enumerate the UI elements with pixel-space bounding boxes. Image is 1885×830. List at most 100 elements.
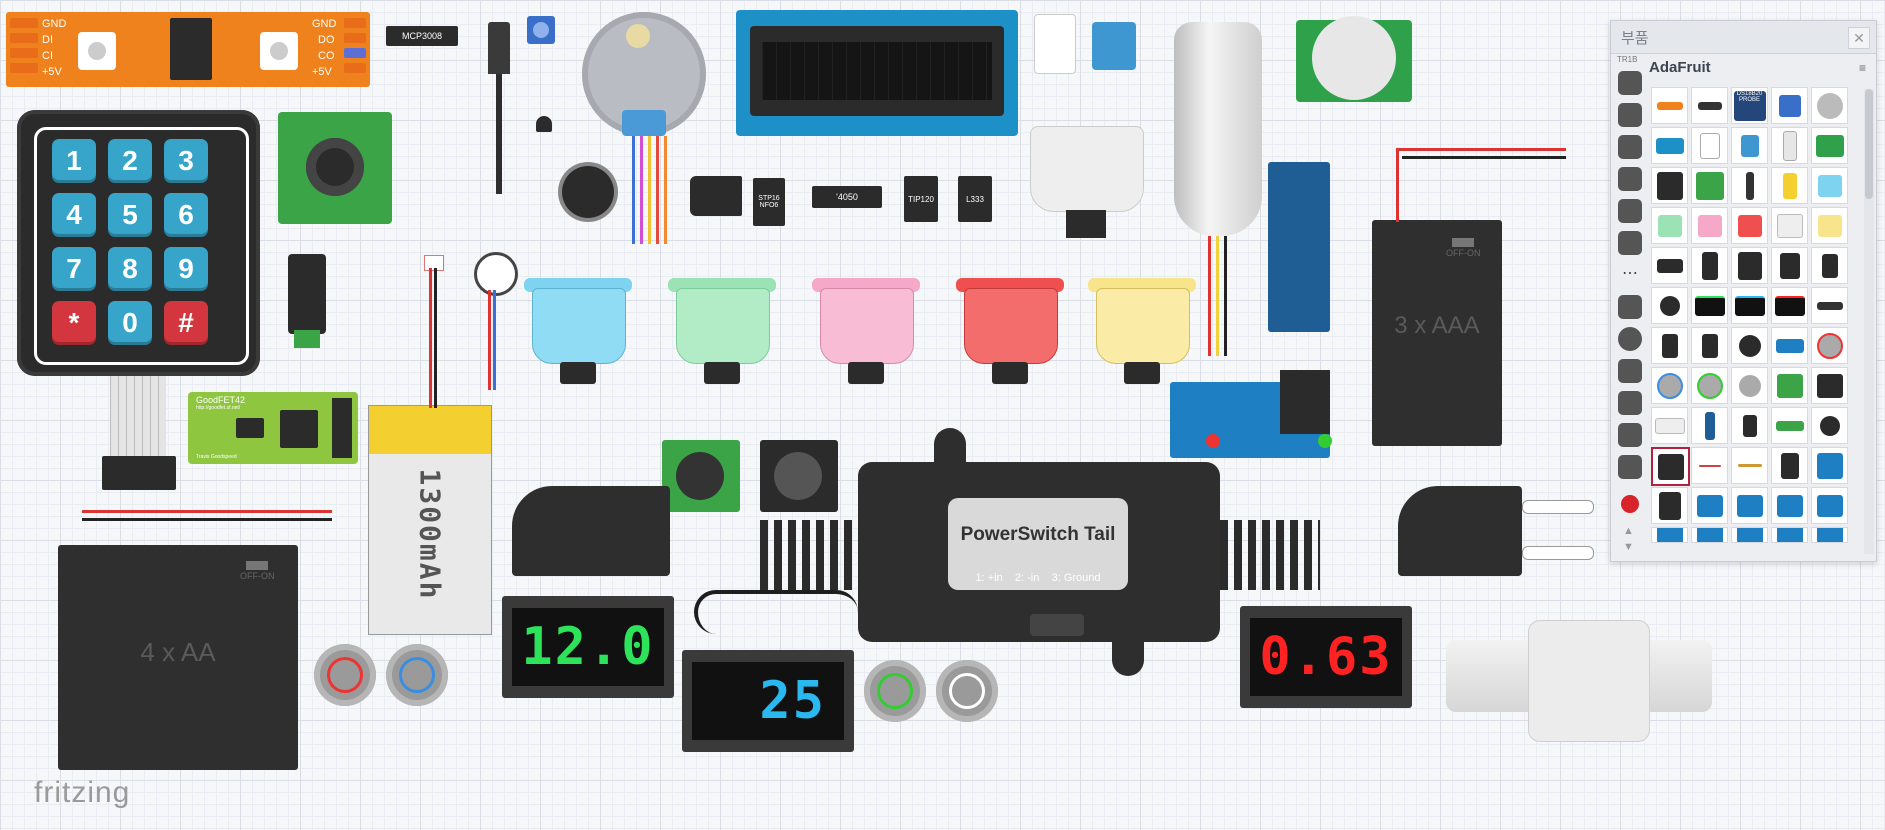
lcd-16x2[interactable] bbox=[736, 10, 1018, 136]
part-cell[interactable] bbox=[1811, 527, 1848, 543]
keypad-key-7[interactable]: 7 bbox=[52, 247, 96, 291]
part-cell[interactable] bbox=[1731, 487, 1768, 524]
battery-pack-4aa[interactable]: 4 x AA OFF-ON bbox=[58, 545, 298, 770]
part-cell[interactable] bbox=[1771, 327, 1808, 364]
keypad-key-4[interactable]: 4 bbox=[52, 193, 96, 237]
buzzer[interactable] bbox=[690, 176, 742, 216]
dht11-sensor[interactable] bbox=[1092, 22, 1136, 70]
part-cell[interactable] bbox=[1691, 447, 1728, 484]
ic-l333[interactable]: L333 bbox=[958, 176, 992, 222]
voltmeter-red[interactable]: 0.63 bbox=[1240, 606, 1412, 708]
part-cell[interactable] bbox=[1771, 207, 1808, 244]
rotary-potentiometer[interactable] bbox=[562, 166, 614, 218]
parts-scrollbar[interactable] bbox=[1864, 89, 1874, 554]
part-cell[interactable] bbox=[1811, 487, 1848, 524]
powerswitch-tail[interactable]: PowerSwitch Tail 1: +in 2: -in 3: Ground bbox=[858, 462, 1220, 642]
part-cell[interactable] bbox=[1651, 87, 1688, 124]
bin-icon-core[interactable] bbox=[1618, 71, 1642, 95]
bin-icon-arduino[interactable] bbox=[1618, 135, 1642, 159]
goodfet42-board[interactable]: GoodFET42 http://goodfet.sf.net/ Travis … bbox=[188, 392, 358, 464]
ac-plug-left[interactable] bbox=[512, 486, 670, 576]
part-cell[interactable] bbox=[1691, 127, 1728, 164]
bin-icon-parts[interactable] bbox=[1618, 199, 1642, 223]
bin-icon-wireless[interactable] bbox=[1618, 327, 1642, 351]
bin-icon-mine[interactable] bbox=[1618, 103, 1642, 127]
battery-pack-3aaa[interactable]: 3 x AAA OFF-ON bbox=[1372, 220, 1502, 446]
scroll-down-icon[interactable]: ▼ bbox=[1623, 541, 1634, 553]
part-cell[interactable] bbox=[1811, 407, 1848, 444]
part-cell[interactable] bbox=[1811, 87, 1848, 124]
keypad-key-6[interactable]: 6 bbox=[164, 193, 208, 237]
ic-stp16[interactable]: STP16 NFO6 bbox=[753, 178, 785, 226]
bin-icon-microcontroller[interactable] bbox=[1618, 295, 1642, 319]
ultrasonic-sensor-green[interactable] bbox=[662, 440, 740, 512]
part-cell[interactable] bbox=[1731, 527, 1768, 543]
keypad-key-2[interactable]: 2 bbox=[108, 139, 152, 183]
part-cell[interactable] bbox=[1691, 327, 1728, 364]
trim-potentiometer[interactable] bbox=[527, 16, 555, 44]
bin-icon-hex-4[interactable] bbox=[1618, 455, 1642, 479]
part-cell[interactable] bbox=[1691, 407, 1728, 444]
keypad-key-9[interactable]: 9 bbox=[164, 247, 208, 291]
keypad-key-8[interactable]: 8 bbox=[108, 247, 152, 291]
arduino-micro[interactable] bbox=[1268, 162, 1330, 332]
fsr-green[interactable] bbox=[864, 660, 926, 722]
part-cell[interactable] bbox=[1651, 487, 1688, 524]
keypad-3x4[interactable]: 1 2 3 4 5 6 7 8 9 * 0 # bbox=[17, 110, 260, 376]
part-cell[interactable] bbox=[1731, 287, 1768, 324]
part-cell[interactable] bbox=[1651, 367, 1688, 404]
part-cell[interactable] bbox=[1811, 287, 1848, 324]
arcade-button-green[interactable] bbox=[668, 278, 776, 384]
bin-icon-connectors[interactable] bbox=[1618, 231, 1642, 255]
fsr-white[interactable] bbox=[936, 660, 998, 722]
part-cell[interactable] bbox=[1771, 287, 1808, 324]
part-cell[interactable] bbox=[1771, 487, 1808, 524]
to92-sensor[interactable] bbox=[536, 116, 552, 132]
arcade-button-blue[interactable] bbox=[524, 278, 632, 384]
part-cell[interactable] bbox=[1731, 367, 1768, 404]
part-cell[interactable] bbox=[1811, 247, 1848, 284]
part-cell[interactable] bbox=[1811, 127, 1848, 164]
part-cell[interactable] bbox=[1651, 527, 1688, 543]
mcp3008-chip[interactable]: MCP3008 bbox=[386, 26, 458, 46]
part-cell[interactable] bbox=[1811, 447, 1848, 484]
powerswitch-terminal[interactable] bbox=[1030, 614, 1084, 636]
part-cell[interactable] bbox=[1771, 167, 1808, 204]
ac-plug-right[interactable] bbox=[1398, 486, 1522, 576]
humidity-probe-am2315[interactable] bbox=[1174, 22, 1262, 236]
part-cell[interactable] bbox=[1731, 127, 1768, 164]
camera-module[interactable] bbox=[278, 112, 392, 224]
part-cell[interactable] bbox=[1771, 87, 1808, 124]
scroll-up-icon[interactable]: ▲ bbox=[1623, 525, 1634, 537]
battery-3aaa-switch[interactable] bbox=[1452, 238, 1474, 247]
keypad-key-1[interactable]: 1 bbox=[52, 139, 96, 183]
voltmeter-green[interactable]: 12.0 bbox=[502, 596, 674, 698]
fsr-blue[interactable] bbox=[386, 644, 448, 706]
part-cell[interactable] bbox=[1731, 167, 1768, 204]
pir-sensor[interactable] bbox=[1296, 16, 1412, 102]
part-cell[interactable] bbox=[1811, 207, 1848, 244]
ic-tip120[interactable]: TIP120 bbox=[904, 176, 938, 222]
part-cell[interactable] bbox=[1691, 527, 1728, 543]
part-cell-selected[interactable] bbox=[1651, 447, 1690, 486]
part-cell[interactable] bbox=[1731, 447, 1768, 484]
arcade-button-yellow[interactable] bbox=[1088, 278, 1196, 384]
part-cell[interactable] bbox=[1731, 407, 1768, 444]
parts-panel[interactable]: 부품 ✕ TR1B ⋯ ▲ ▼ AdaFruit ≡ DS18B20 PROBE bbox=[1610, 20, 1877, 562]
part-cell[interactable] bbox=[1651, 247, 1688, 284]
bin-icon-chips[interactable] bbox=[1618, 167, 1642, 191]
part-cell[interactable] bbox=[1811, 167, 1848, 204]
part-cell[interactable] bbox=[1691, 247, 1728, 284]
part-cell[interactable] bbox=[1771, 407, 1808, 444]
bin-icon-hex-1[interactable] bbox=[1618, 359, 1642, 383]
part-cell[interactable] bbox=[1731, 327, 1768, 364]
part-cell[interactable] bbox=[1731, 247, 1768, 284]
part-cell[interactable] bbox=[1771, 247, 1808, 284]
part-cell[interactable] bbox=[1691, 87, 1728, 124]
bin-icon-hex-3[interactable] bbox=[1618, 423, 1642, 447]
arcade-button-pink[interactable] bbox=[812, 278, 920, 384]
part-cell[interactable] bbox=[1691, 207, 1728, 244]
voltmeter-blue[interactable]: 25 bbox=[682, 650, 854, 752]
parts-scrollbar-thumb[interactable] bbox=[1865, 89, 1873, 199]
bin-menu-icon[interactable]: ≡ bbox=[1858, 61, 1866, 75]
